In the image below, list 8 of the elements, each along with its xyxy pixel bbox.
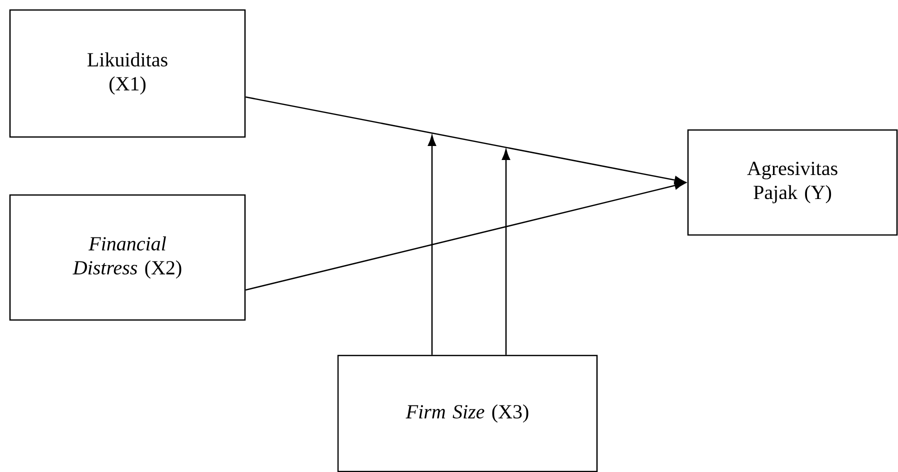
arrow [428,135,436,355]
arrow [246,181,686,291]
variable-box: Firm Size (X3) [337,354,598,472]
variable-box: Financial Distress (X2) [9,194,246,321]
arrow [246,96,686,184]
variable-box: Agresivitas Pajak (Y) [687,129,898,236]
arrow [502,149,510,355]
variable-box: Likuiditas (X1) [9,9,246,138]
